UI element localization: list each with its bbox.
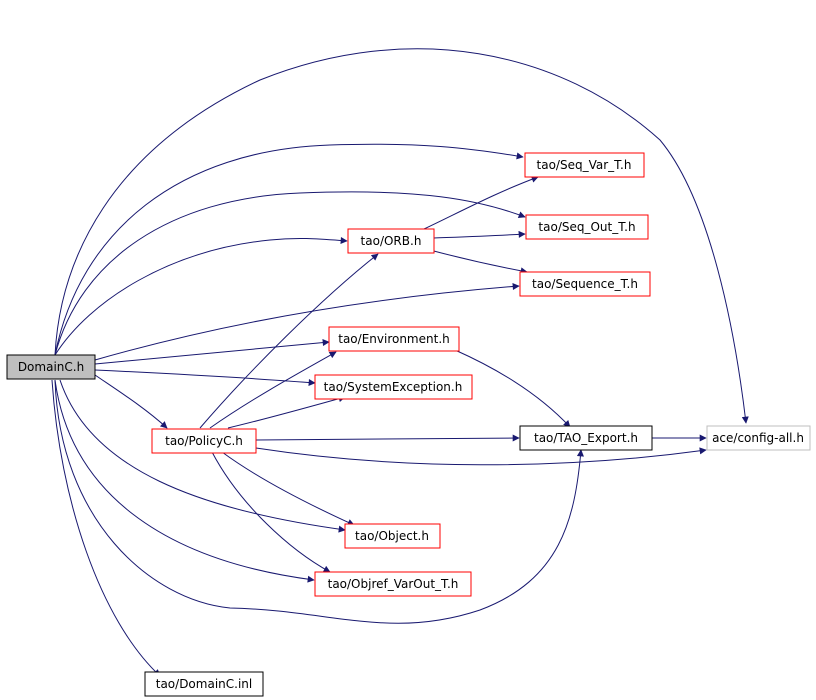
edge-orb-to-seq-out-t [433, 230, 526, 239]
node-label: DomainC.h [18, 360, 84, 374]
edge-domainc-to-orb [54, 237, 348, 356]
edge-domainc-to-environment [94, 339, 330, 365]
edge-domainc-to-object [59, 379, 346, 533]
node-policyc-h[interactable]: tao/PolicyC.h [151, 428, 257, 454]
node-seq-var-t[interactable]: tao/Seq_Var_T.h [524, 152, 645, 178]
edge-domainc-to-systemexception [94, 369, 316, 387]
edge-domainc-to-domainc-inl [51, 379, 161, 677]
node-systemexception-h[interactable]: tao/SystemException.h [314, 374, 473, 400]
edge-orb-to-sequence-t [429, 249, 528, 275]
node-domainc-inl[interactable]: tao/DomainC.inl [144, 671, 264, 697]
edge-domainc-to-config-all [54, 48, 749, 424]
node-config-all-h[interactable]: ace/config-all.h [706, 425, 811, 451]
edge-policyc-to-object [221, 451, 355, 526]
node-seq-out-t[interactable]: tao/Seq_Out_T.h [525, 214, 649, 240]
node-label: tao/ORB.h [361, 234, 422, 248]
node-label: tao/Sequence_T.h [532, 277, 638, 291]
node-label: tao/Objref_VarOut_T.h [328, 577, 459, 591]
edge-policyc-to-tao-export [255, 434, 520, 442]
edge-policyc-to-systemexception [227, 395, 346, 429]
node-label: tao/Seq_Out_T.h [538, 220, 635, 234]
edge-policyc-to-objref-varout [211, 451, 331, 573]
edge-domainc-to-sequence-t [94, 283, 520, 361]
node-environment-h[interactable]: tao/Environment.h [328, 326, 460, 352]
node-label: tao/Object.h [355, 529, 429, 543]
edge-domainc-to-seq-out-t [54, 191, 526, 356]
node-label: tao/Environment.h [338, 332, 450, 346]
edge-environment-to-tao-export [454, 349, 571, 428]
node-sequence-t[interactable]: tao/Sequence_T.h [519, 271, 651, 297]
node-label: tao/DomainC.inl [156, 677, 252, 691]
edge-orb-to-seq-var-t [423, 175, 539, 230]
edge-domainc-to-seq-var-t [54, 143, 524, 356]
node-label: tao/SystemException.h [324, 380, 463, 394]
node-label: tao/PolicyC.h [165, 434, 243, 448]
node-domainc-h[interactable]: DomainC.h [6, 354, 96, 380]
node-label: tao/TAO_Export.h [534, 431, 638, 445]
edge-domainc-to-tao-export [54, 379, 584, 624]
edge-policyc-to-config-all [255, 447, 707, 466]
node-label: ace/config-all.h [712, 431, 804, 445]
node-label: tao/Seq_Var_T.h [537, 158, 632, 172]
node-tao-export-h[interactable]: tao/TAO_Export.h [519, 425, 653, 451]
edge-policyc-to-orb [199, 253, 379, 429]
node-objref-varout-t[interactable]: tao/Objref_VarOut_T.h [314, 571, 472, 597]
edge-domainc-to-objref-varout [54, 379, 315, 583]
edge-policyc-to-environment [209, 351, 337, 429]
node-orb-h[interactable]: tao/ORB.h [347, 228, 435, 254]
node-object-h[interactable]: tao/Object.h [344, 523, 441, 549]
edge-domainc-to-policyc [94, 374, 168, 429]
